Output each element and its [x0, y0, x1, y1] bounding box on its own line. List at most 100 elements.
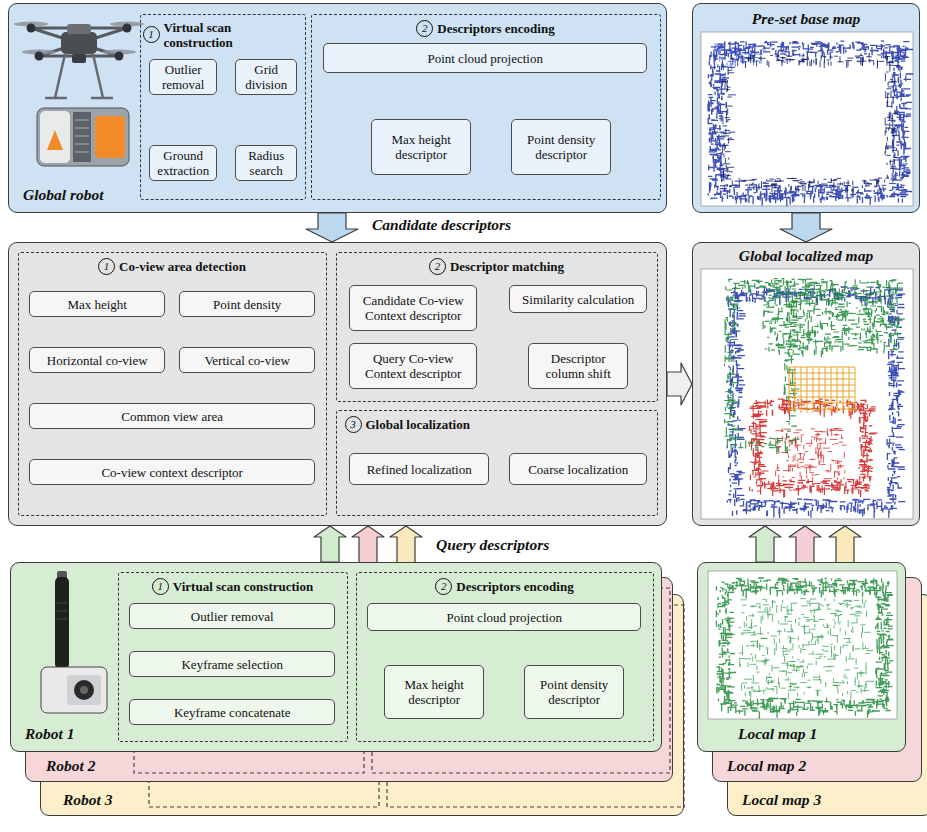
- heading-row: 1Virtual scan construction: [141, 20, 305, 50]
- box-label: Point density: [213, 297, 281, 312]
- panel-title: Local map 1: [738, 725, 817, 742]
- scanner-base: [41, 667, 107, 713]
- heading-row: 1Virtual scan construction: [119, 578, 347, 595]
- lidar-ribs: [75, 120, 89, 152]
- drone-arm: [31, 28, 127, 56]
- process-box: Horizontal co-view: [29, 347, 165, 373]
- process-box: Similarity calculation: [509, 285, 647, 313]
- gimbal: [72, 54, 86, 63]
- stage-group: Outlier removalKeyframe selectionKeyfram…: [118, 572, 348, 742]
- process-box: Point cloud projection: [323, 43, 647, 73]
- dashed-frame: [134, 588, 364, 773]
- box-label: Similarity calculation: [522, 292, 634, 307]
- stage-group: Outlier removalGround extraction Grid div…: [140, 14, 306, 200]
- stage-frames: [134, 588, 670, 773]
- panel-title: Pre-set base map: [752, 10, 860, 27]
- scanner-handle: [55, 577, 69, 669]
- box-label: Descriptor column shift: [534, 351, 622, 381]
- lidar-face: [40, 111, 70, 163]
- label-slot: Query descriptors: [436, 536, 549, 554]
- process-box: Point density descriptor: [511, 119, 611, 175]
- process-box: Keyframe concatenate: [129, 699, 335, 725]
- heading-row: 2Descriptor matching: [337, 258, 657, 275]
- motor: [123, 24, 132, 33]
- process-box: Candidate Co-view Context descriptor: [349, 285, 477, 331]
- label-slot: Local map 1: [738, 725, 817, 743]
- step-number: 2: [416, 20, 433, 37]
- map-points: [713, 44, 766, 70]
- heading-row: 2Descriptors encoding: [312, 20, 660, 37]
- label-slot: Robot 2: [46, 757, 96, 775]
- stage-heading: Virtual scan construction: [164, 20, 303, 50]
- flow-caption: Candidate descriptors: [372, 216, 511, 233]
- process-box: Refined localization: [349, 453, 489, 485]
- panel-frame: Outlier removalGround extraction Grid div…: [8, 3, 667, 213]
- box-label: Common view area: [121, 409, 223, 424]
- process-box: Co-view context descriptor: [29, 459, 315, 485]
- process-box: Outlier removal: [149, 59, 217, 95]
- process-box: Point density: [179, 291, 315, 317]
- label-slot: Robot 1: [25, 725, 75, 743]
- process-box: Common view area: [29, 403, 315, 429]
- landing-gear: [45, 54, 113, 98]
- dashed-frame: [149, 605, 379, 807]
- stage-heading: Virtual scan construction: [173, 579, 313, 594]
- base-map-illustration: [701, 32, 913, 206]
- panel-title: Robot 1: [25, 725, 75, 742]
- map-points: [739, 598, 875, 699]
- panel-frame: Outlier removalKeyframe selectionKeyfram…: [10, 562, 662, 752]
- map-frame: [708, 571, 897, 719]
- process-box: Point density descriptor: [524, 665, 624, 719]
- box-label: Keyframe concatenate: [174, 705, 291, 720]
- stage-heading: Global localization: [366, 417, 470, 432]
- process-box: Max height descriptor: [371, 119, 471, 175]
- drone-top: [67, 24, 91, 34]
- heading-row: 1Co-view area detection: [19, 258, 326, 275]
- process-box: Grid division: [235, 59, 297, 95]
- map-points: [716, 578, 893, 719]
- box-label: Coarse localization: [528, 462, 628, 477]
- map-points: [724, 279, 801, 455]
- panel-title: Robot 3: [63, 791, 113, 808]
- propeller: [102, 49, 136, 54]
- box-label: Keyframe selection: [181, 657, 282, 672]
- map-points: [721, 54, 899, 192]
- scanner-illustration: [41, 571, 107, 713]
- process-box: Vertical co-view: [179, 347, 315, 373]
- box-label: Point density descriptor: [517, 132, 605, 162]
- label-slot: Local map 3: [742, 791, 821, 809]
- lidar-lens: [80, 686, 88, 694]
- process-box: Outlier removal: [129, 603, 335, 629]
- label-slot: Global localized map: [693, 247, 919, 265]
- box-label: Radius search: [241, 148, 291, 178]
- box-label: Candidate Co-view Context descriptor: [355, 293, 471, 323]
- label-slot: Local map 2: [727, 757, 806, 775]
- box-label: Point density descriptor: [530, 677, 618, 707]
- block-arrow: [780, 213, 832, 242]
- process-box: Max height descriptor: [384, 665, 484, 719]
- grip-lines: [57, 603, 67, 619]
- map-points: [708, 41, 913, 206]
- stage-frames: [149, 605, 685, 807]
- stage-group: Point cloud projectionMax height descrip…: [311, 14, 661, 200]
- lidar-dome: [74, 680, 94, 700]
- label-slot: Global robot: [23, 186, 104, 204]
- box-label: Max height descriptor: [390, 677, 478, 707]
- box-label: Max height descriptor: [377, 132, 465, 162]
- box-label: Outlier removal: [191, 609, 274, 624]
- panel-title: Local map 3: [742, 791, 821, 808]
- box-label: Horizontal co-view: [47, 353, 148, 368]
- panel-title: Global robot: [23, 186, 104, 203]
- stage-group: Candidate Co-view Context descriptorQuer…: [336, 252, 658, 402]
- step-number: 1: [143, 26, 160, 43]
- propeller: [14, 21, 48, 26]
- scanner-cap: [57, 571, 67, 581]
- dashed-frame: [387, 605, 685, 807]
- panel-frame: Local map 1: [697, 562, 906, 752]
- step-number: 2: [435, 578, 452, 595]
- process-box: Ground extraction: [149, 145, 217, 181]
- illustration: [693, 4, 921, 214]
- block-arrow: [749, 526, 781, 562]
- process-box: Keyframe selection: [129, 651, 335, 677]
